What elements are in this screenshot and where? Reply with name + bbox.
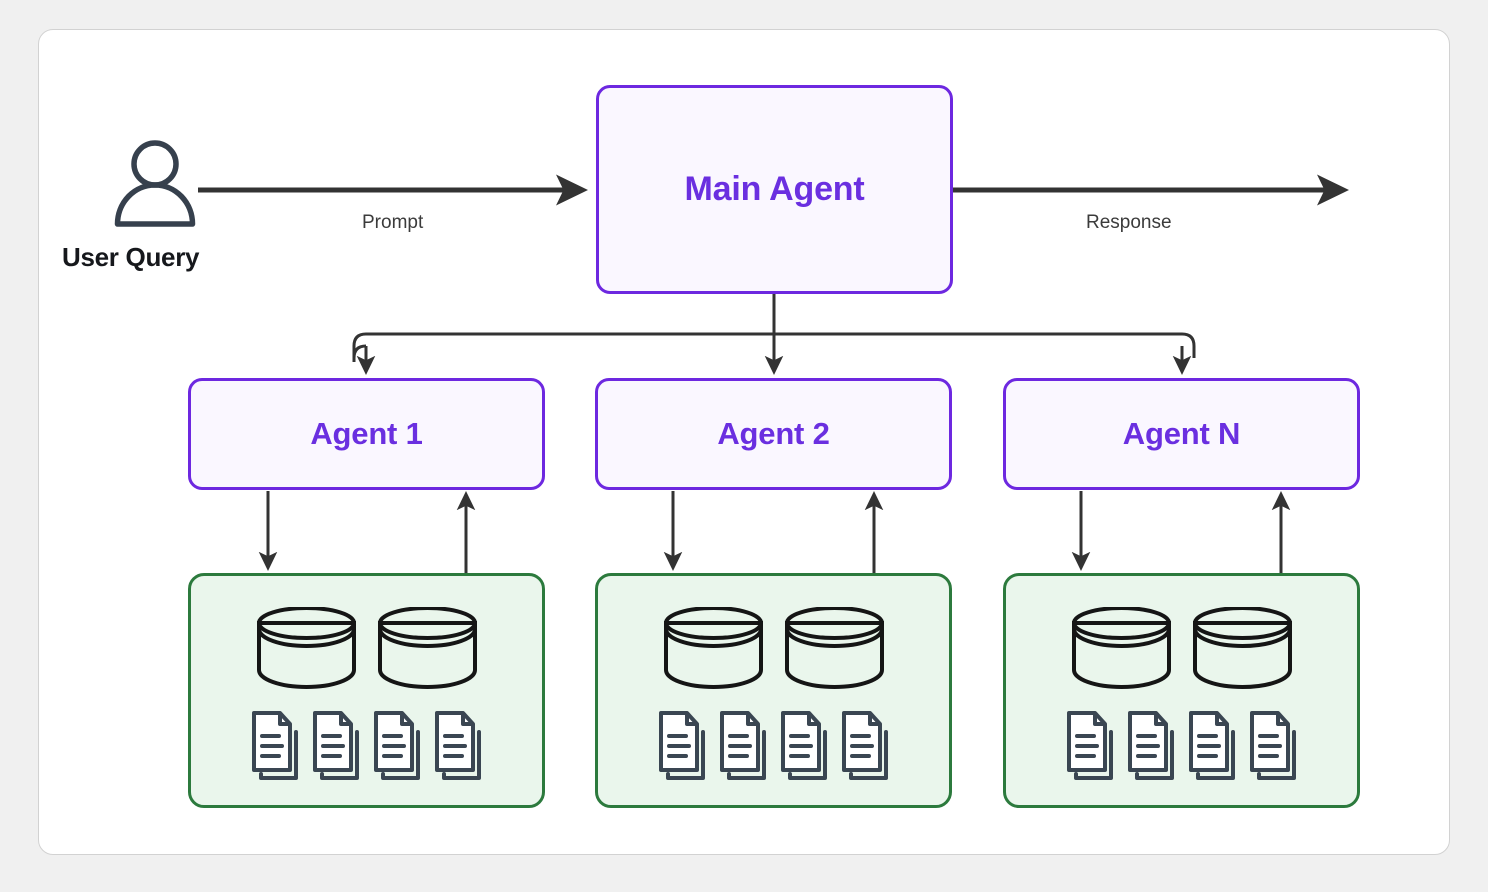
database-cylinder-icon (377, 607, 477, 689)
document-stack-icon (252, 711, 298, 780)
edge-label-prompt: Prompt (362, 212, 424, 233)
knowledge-base-2[interactable] (595, 573, 952, 808)
document-stack-icon (720, 711, 766, 780)
agent-label-2: Agent 2 (717, 416, 830, 451)
document-row-2 (656, 710, 891, 782)
document-row-n (1064, 710, 1299, 782)
document-stack-icon (313, 711, 359, 780)
agent-box-n[interactable]: Agent N (1003, 378, 1360, 490)
user-query-block: User Query (62, 137, 262, 273)
user-query-label: User Query (62, 242, 200, 272)
document-stack-icon (1067, 711, 1113, 780)
document-stack-icon (1128, 711, 1174, 780)
agent-box-2[interactable]: Agent 2 (595, 378, 952, 490)
database-cylinder-icon (663, 607, 763, 689)
document-stack-icon (659, 711, 705, 780)
database-cylinder-icon (1071, 607, 1171, 689)
database-cylinder-icon (1192, 607, 1292, 689)
main-agent-box[interactable]: Main Agent (596, 85, 953, 294)
database-cylinder-icon (256, 607, 356, 689)
document-row-1 (249, 710, 484, 782)
agent-box-1[interactable]: Agent 1 (188, 378, 545, 490)
main-agent-label: Main Agent (684, 170, 865, 208)
document-stack-icon (435, 711, 481, 780)
edge-label-response: Response (1086, 212, 1172, 233)
database-row-n (1070, 607, 1294, 690)
agent-label-1: Agent 1 (310, 416, 423, 451)
agent-label-n: Agent N (1122, 416, 1241, 451)
database-row-1 (255, 607, 479, 690)
document-stack-icon (781, 711, 827, 780)
document-stack-icon (1250, 711, 1296, 780)
document-stack-icon (374, 711, 420, 780)
database-cylinder-icon (784, 607, 884, 689)
document-stack-icon (842, 711, 888, 780)
database-row-2 (662, 607, 886, 690)
knowledge-base-n[interactable] (1003, 573, 1360, 808)
document-stack-icon (1189, 711, 1235, 780)
user-person-icon (110, 137, 200, 234)
knowledge-base-1[interactable] (188, 573, 545, 808)
